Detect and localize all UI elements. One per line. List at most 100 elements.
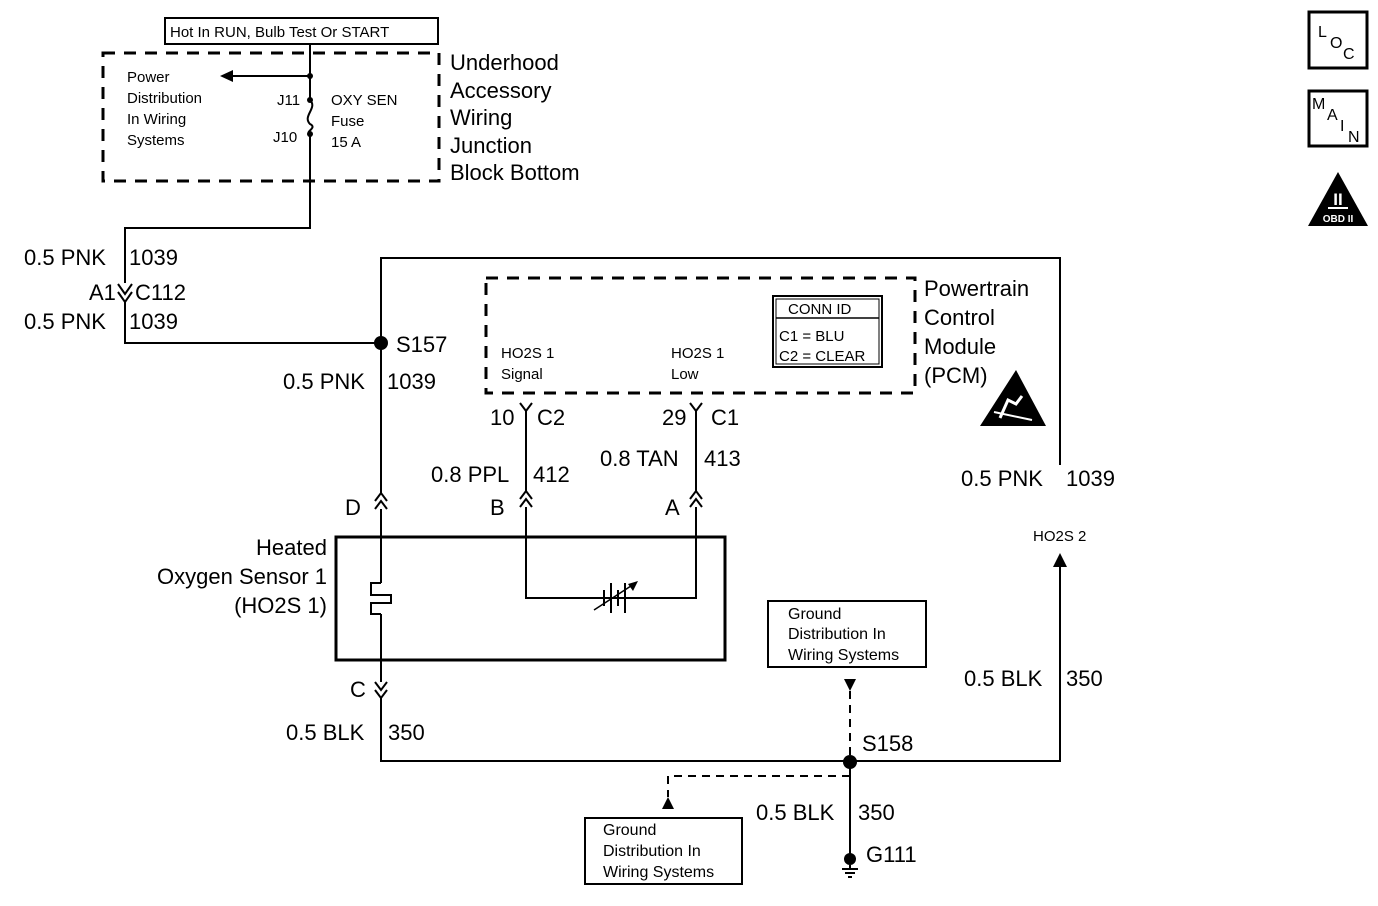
pcm-dashed-outline [484,276,917,395]
conn-id-c2: C2 = CLEAR [779,348,865,365]
pin-c-label: C [350,677,366,702]
connector-c-icon [374,681,388,692]
connector-d-icon [374,491,388,502]
power-dist-line-1: Power [127,69,170,86]
wire-1039-right: 0.5 PNK 1039 HO2S 2 [961,466,1115,545]
main-icon[interactable]: M A I N [1307,89,1369,148]
s157-gauge: 0.5 PNK [283,369,365,394]
c1-pin-number: 29 [662,405,686,430]
fuse-line-2: Fuse [331,113,364,130]
obd-ii-icon[interactable]: II OBD II [1308,172,1368,226]
sensor-pin-a: A [665,489,703,520]
c2-pin-number: 10 [490,405,514,430]
pcm-title-1: Powertrain [924,276,1029,301]
wire-413-tan: 0.8 TAN 413 [600,411,741,491]
c112-pin: A1 [89,280,116,305]
pcm-title-2: Control [924,305,995,330]
underhood-title-4: Junction [450,133,532,158]
connector-c2-icon [519,402,533,413]
top-circuit-lower: 1039 [129,309,178,334]
wire-350-blk: 0.5 BLK 350 0.5 BLK 350 [286,553,1103,762]
c2-label: C2 [537,405,565,430]
upper-box-line-1: Ground [788,606,841,623]
power-dist-line-4: Systems [127,132,185,149]
header-box: Hot In RUN, Bulb Test Or START [164,17,439,45]
c112-label: C112 [135,280,186,305]
esd-warning-icon [980,370,1046,426]
wire-412-ppl: 0.8 PPL 412 [431,411,570,491]
power-dist-line-2: Distribution [127,90,202,107]
signal-line-2: Signal [501,366,543,383]
heated-oxygen-sensor-1: Heated Oxygen Sensor 1 (HO2S 1) [157,507,727,682]
fuse-line-3: 15 A [331,134,361,151]
obd-label: OBD II [1323,214,1354,225]
ppl-gauge: 0.8 PPL [431,462,509,487]
signal-line-1: HO2S 1 [501,345,554,362]
pin-b-label: B [490,495,505,520]
underhood-title-1: Underhood [450,50,559,75]
right-circuit: 1039 [1066,466,1115,491]
fuse-line-1: OXY SEN [331,92,397,109]
main-letter-n: N [1348,129,1360,146]
blk-gauge-left: 0.5 BLK [286,720,365,745]
sensor-title-1: Heated [256,535,327,560]
s157-circuit: 1039 [387,369,436,394]
underhood-title-5: Block Bottom [450,160,580,185]
loc-letter-l: L [1318,24,1327,41]
top-gauge-upper: 0.5 PNK [24,245,106,270]
header-box-label: Hot In RUN, Bulb Test Or START [170,24,389,41]
pcm-title-3: Module [924,334,996,359]
ground-distribution-lower: Ground Distribution In Wiring Systems [584,775,850,885]
ppl-circuit: 412 [533,462,570,487]
conn-id-box: CONN ID C1 = BLU C2 = CLEAR [772,295,883,368]
tan-circuit: 413 [704,446,741,471]
wire-1039-top: 0.5 PNK 1039 A1 C112 0.5 PNK 1039 [24,134,381,344]
sensing-cell-icon [593,581,638,613]
tan-gauge: 0.8 TAN [600,446,679,471]
splice-s158: S158 0.5 BLK 350 [756,731,913,857]
sensor-pin-d: D [345,491,388,520]
ground-distribution-upper: Ground Distribution In Wiring Systems [767,600,927,755]
sensor-title-2: Oxygen Sensor 1 [157,564,327,589]
pcm-pin-c2: 10 C2 [490,402,565,430]
conn-id-c1: C1 = BLU [779,328,844,345]
right-gauge: 0.5 PNK [961,466,1043,491]
loc-letter-o: O [1330,35,1342,52]
ground-g111: G111 [842,842,917,878]
blk-circuit-right: 350 [1066,666,1103,691]
loc-letter-c: C [1343,46,1355,63]
upper-box-line-3: Wiring Systems [788,647,899,664]
pin-a-label: A [665,495,680,520]
main-letter-i: I [1340,118,1344,135]
sensor-title-3: (HO2S 1) [234,593,327,618]
lower-box-line-2: Distribution In [603,843,701,860]
loc-icon[interactable]: L O C [1307,10,1369,70]
connector-a-icon [689,489,703,500]
pcm-module: Powertrain Control Module (PCM) CONN ID … [484,276,1046,426]
underhood-title-2: Accessory [450,78,551,103]
arrow-down-icon [844,679,856,691]
g111-label: G111 [866,842,917,867]
underhood-dashed-outline [101,51,441,183]
sensor-pin-b: B [490,489,533,520]
blk-circuit-left: 350 [388,720,425,745]
blk-circuit-bottom: 350 [858,800,895,825]
underhood-title-3: Wiring [450,105,512,130]
arrow-up-small-icon [662,797,674,809]
connector-c112-icon [117,283,133,296]
lower-box-line-3: Wiring Systems [603,864,714,881]
splice-s157: S157 0.5 PNK 1039 [283,257,1061,493]
connector-c1-icon [689,402,703,413]
pcm-title-4: (PCM) [924,363,988,388]
conn-id-title: CONN ID [788,301,852,318]
power-dist-line-3: In Wiring [127,111,186,128]
underhood-junction-block: Underhood Accessory Wiring Junction Bloc… [101,44,580,185]
ground-icon [842,865,858,878]
pcm-pin-c1: 29 C1 [662,402,739,430]
j10-label: J10 [273,129,297,146]
obd-roman: II [1333,190,1342,209]
upper-box-line-2: Distribution In [788,626,886,643]
c1-label: C1 [711,405,739,430]
